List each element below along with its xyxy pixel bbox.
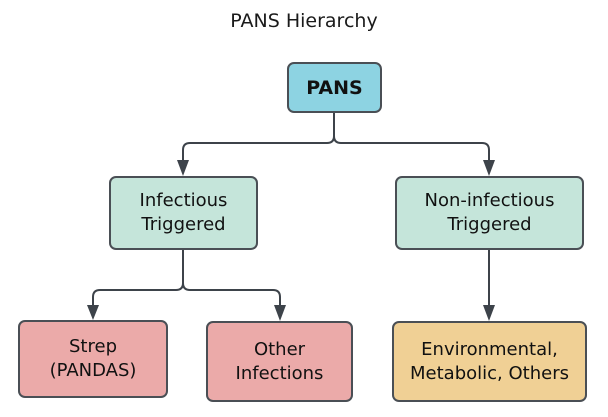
- edge-infectious-strep: [92, 250, 184, 305]
- node-infectious-triggered: Infectious Triggered: [109, 176, 258, 250]
- node-other-infections-label: Other Infections: [235, 338, 324, 384]
- node-strep-pandas: Strep (PANDAS): [18, 320, 168, 398]
- arrowhead-noninfectious: [483, 160, 495, 176]
- node-pans-label: PANS: [306, 76, 363, 99]
- arrowhead-strep: [87, 305, 99, 320]
- edge-root-noninfectious: [333, 113, 490, 160]
- edge-infectious-other: [182, 250, 281, 305]
- node-environmental-metabolic-others-label: Environmental, Metabolic, Others: [410, 338, 569, 384]
- node-non-infectious-triggered: Non-infectious Triggered: [395, 176, 584, 250]
- arrowhead-infectious: [177, 160, 189, 176]
- node-non-infectious-triggered-label: Non-infectious Triggered: [424, 190, 555, 235]
- node-pans: PANS: [287, 62, 382, 113]
- node-strep-pandas-label: Strep (PANDAS): [49, 336, 137, 381]
- node-infectious-triggered-label: Infectious Triggered: [139, 190, 228, 235]
- node-environmental-metabolic-others: Environmental, Metabolic, Others: [392, 321, 587, 402]
- arrowhead-other: [274, 305, 286, 321]
- arrowhead-environmental: [483, 305, 495, 321]
- edge-root-infectious: [182, 113, 335, 160]
- node-other-infections: Other Infections: [206, 321, 353, 402]
- diagram-title: PANS Hierarchy: [230, 10, 378, 32]
